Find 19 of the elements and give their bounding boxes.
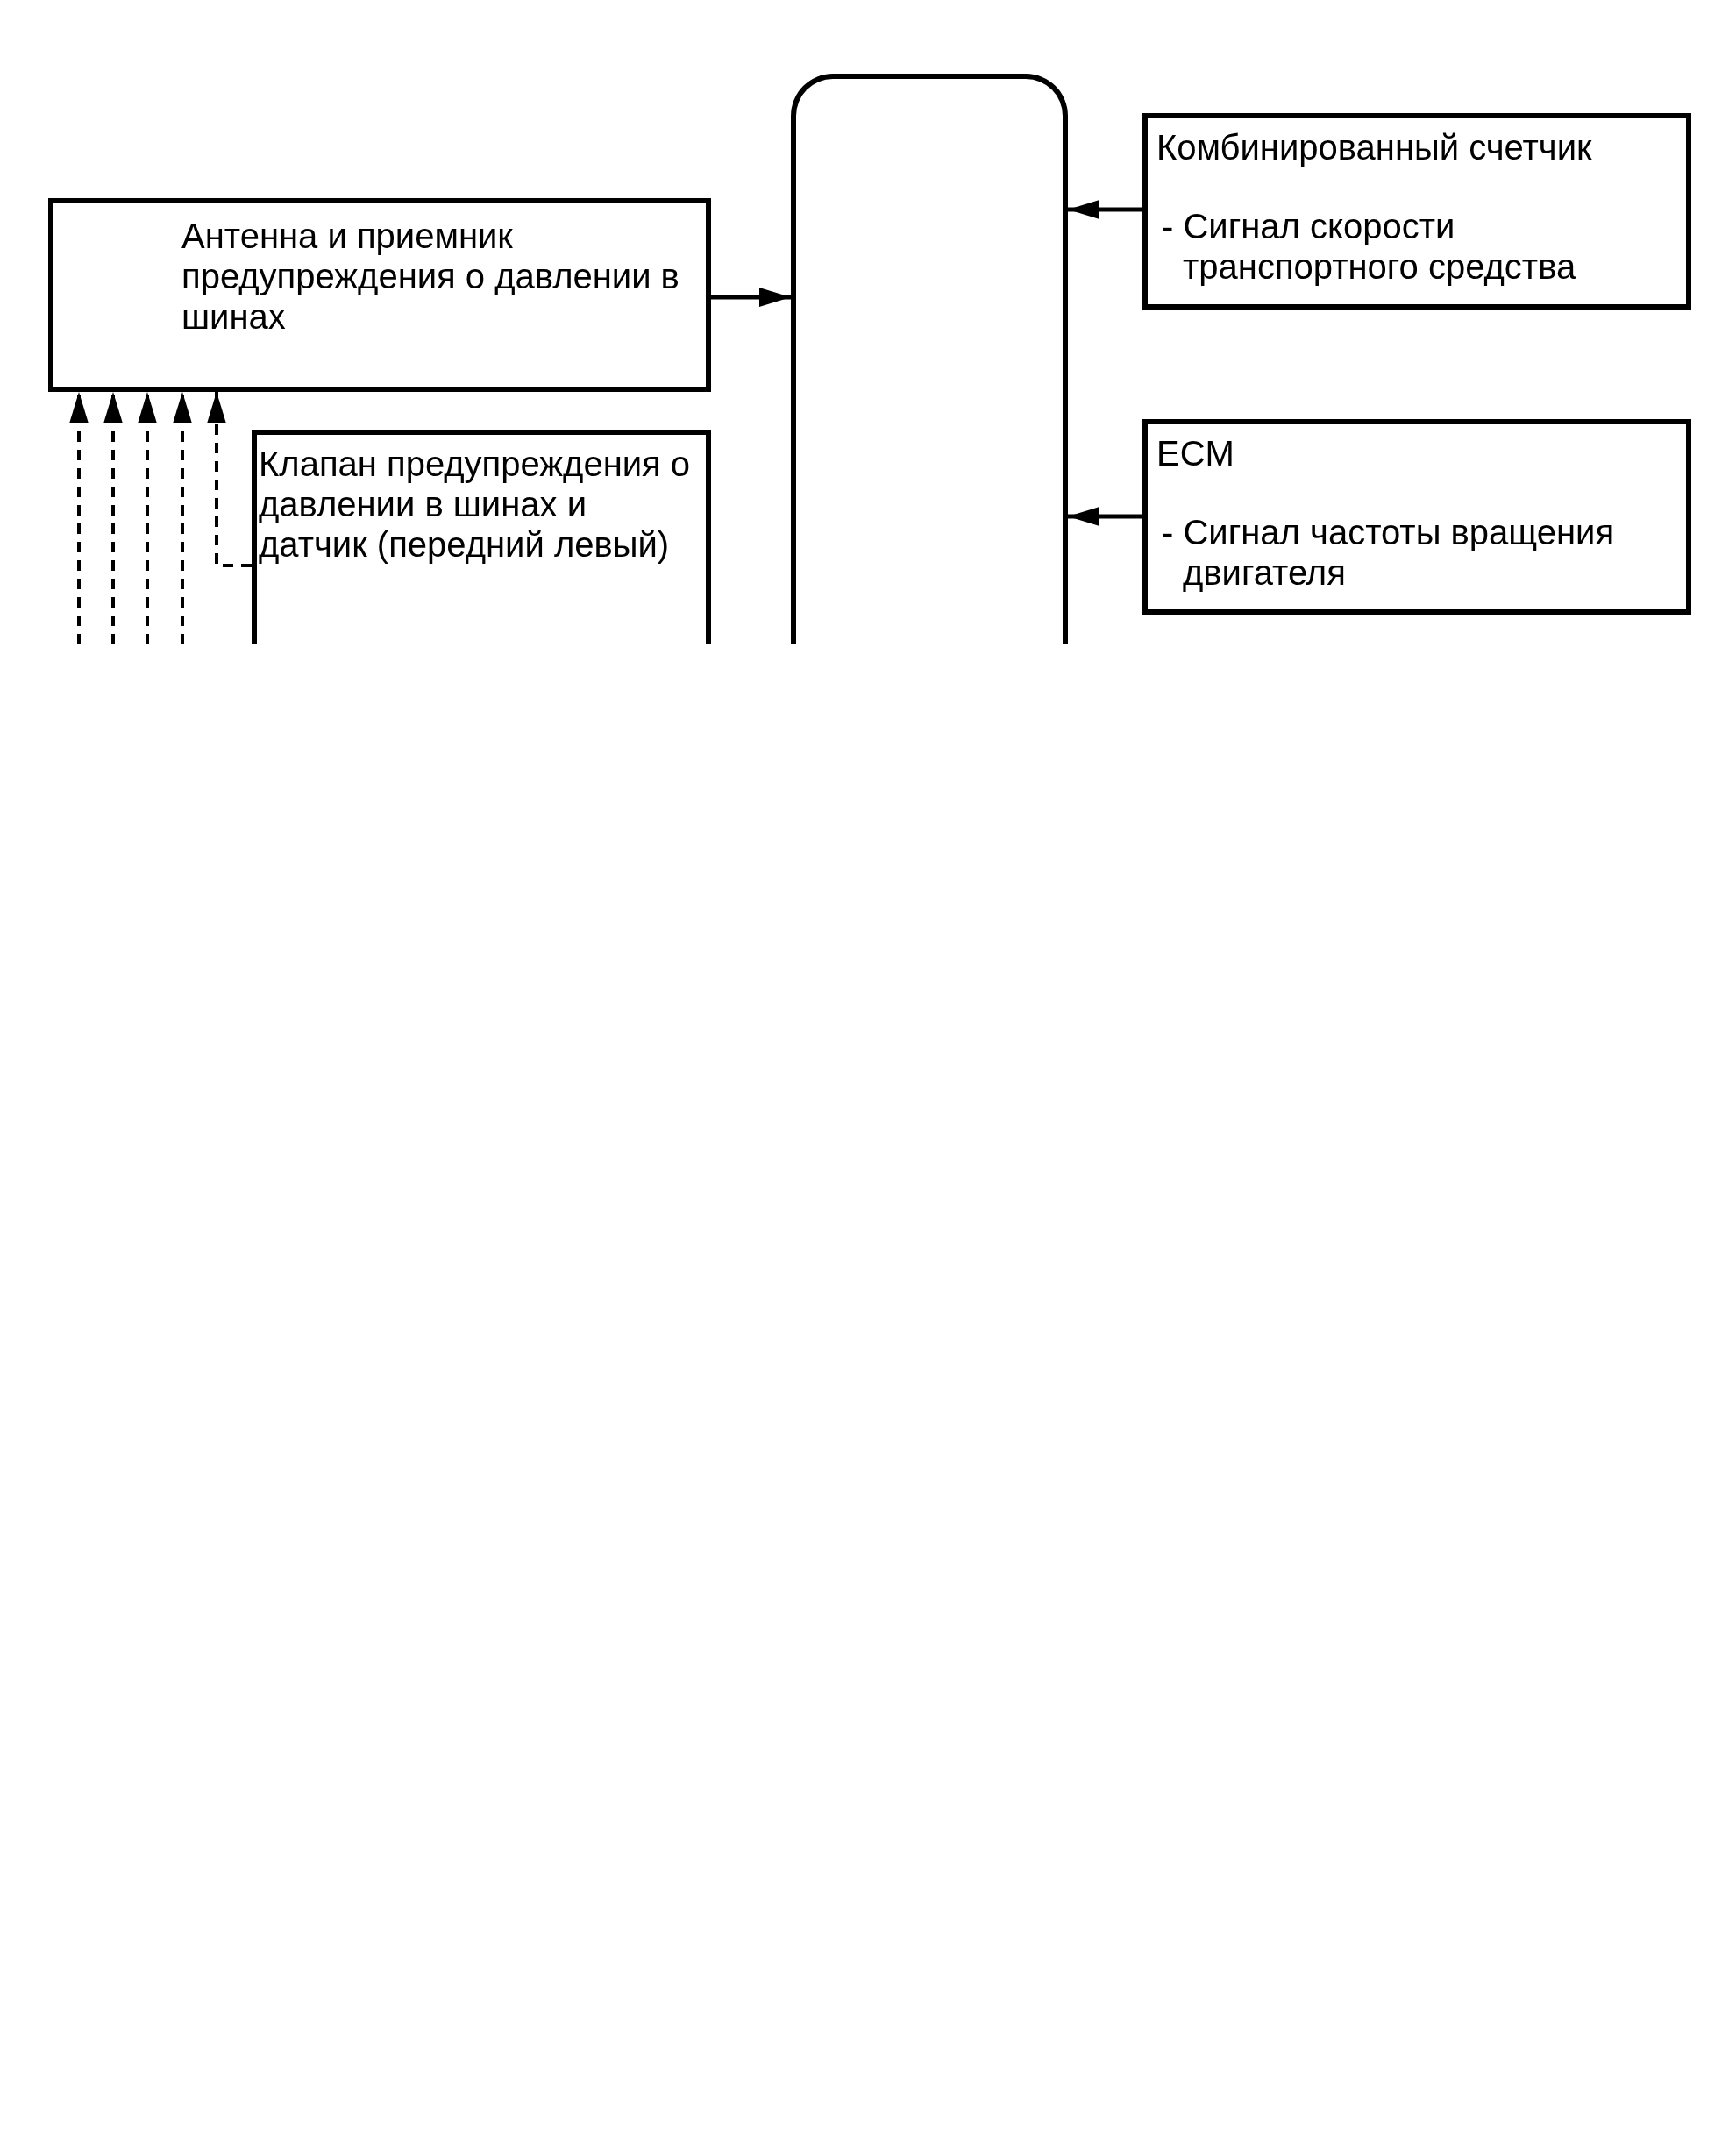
dashed-arrow [69,392,89,644]
signal-label: - Сигнал частоты вращения двигателя [1162,512,1616,593]
component-label: Комбинированный счетчик [1156,127,1593,167]
component-label: ECM [1156,433,1235,473]
dashed-arrow [173,392,192,644]
arrow [1068,200,1142,219]
dashed-arrow [207,392,252,567]
component-box [252,430,711,644]
arrow [1068,507,1142,526]
component-box [1142,113,1691,310]
communication-bus [791,74,1068,644]
component-label: Антенна и приемник предупреждения о давлении в шинах [181,216,680,337]
signal-label: - Сигнал скорости транспортного средства [1162,206,1577,287]
component-box [1142,419,1691,615]
dashed-arrow [103,392,123,644]
arrow [711,288,791,307]
component-label: Клапан предупреждения о давлении в шинах и датчик (передний левый) [259,444,692,565]
dashed-arrow [138,392,157,644]
component-box [48,198,711,392]
